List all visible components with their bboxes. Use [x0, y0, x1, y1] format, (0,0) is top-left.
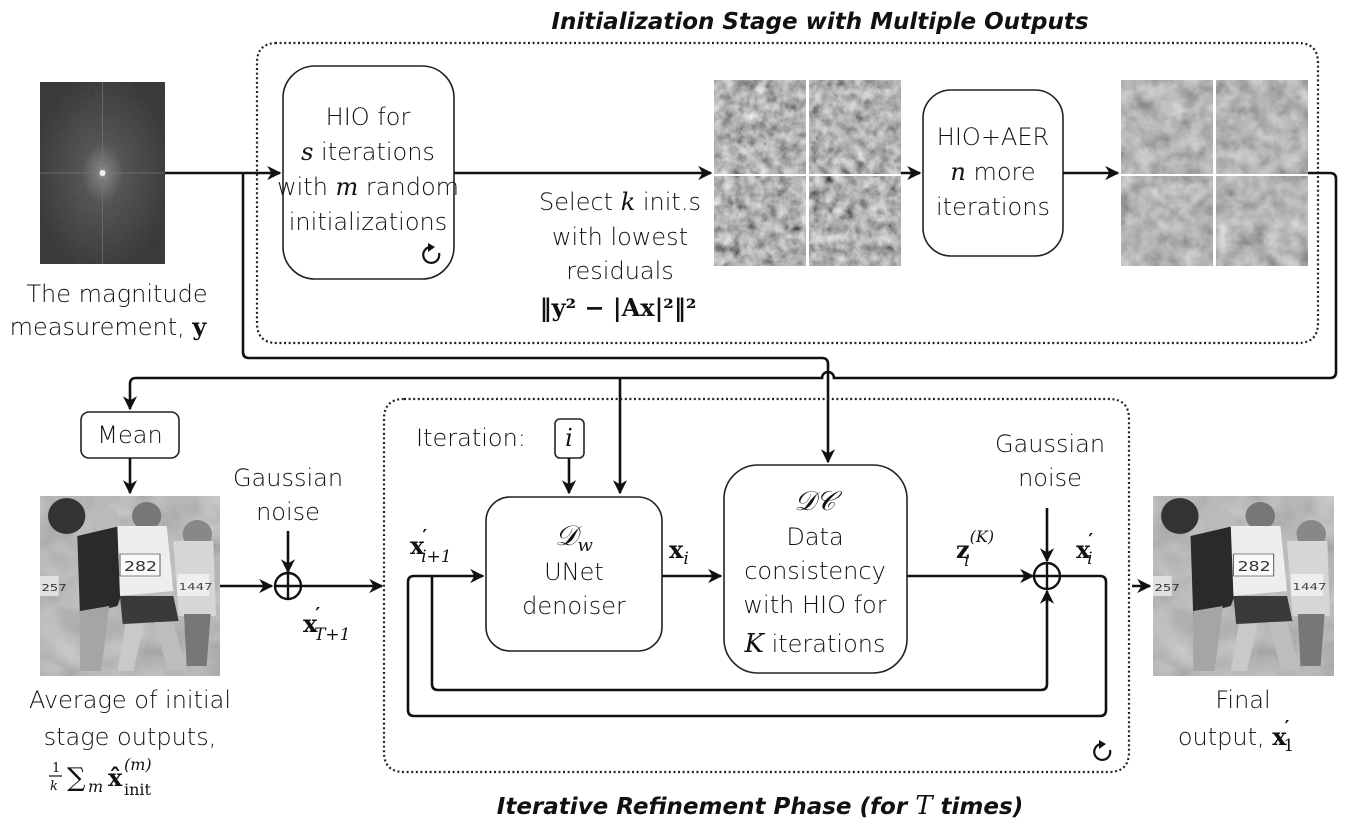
- denoiser-line3: denoiser: [522, 592, 626, 620]
- refined-texture: [1216, 80, 1308, 174]
- refined-texture: [1216, 176, 1308, 266]
- magnitude-image: [40, 82, 165, 264]
- hio-aer-line2: n more: [950, 158, 1035, 186]
- formula-sum: ∑: [67, 763, 86, 793]
- iteration-label: Iteration:: [416, 424, 526, 452]
- magnitude-caption-line2: measurement, y: [10, 312, 208, 341]
- select-label-line3: residuals: [566, 257, 674, 285]
- init-stage-container: [255, 41, 1320, 345]
- wire-measurement-to-dc: [241, 173, 836, 464]
- hio-box-line4: initializations: [289, 208, 447, 236]
- hio-box-line3: with m random: [277, 173, 459, 201]
- select-label-line2: with lowest: [552, 223, 688, 251]
- formula-sum-index: m: [88, 777, 103, 796]
- formula-subscript: init: [124, 780, 152, 799]
- hio-aer-line1: HIO+AER: [937, 123, 1049, 151]
- refine-phase-title: Iterative Refinement Phase (for T times): [497, 791, 1023, 821]
- iteration-var: i: [565, 424, 573, 452]
- x-in-label: x′i+1: [410, 526, 452, 567]
- dc-line5: K iterations: [744, 629, 886, 659]
- noise-right-line2: noise: [1018, 464, 1082, 492]
- candidate-texture: [809, 80, 901, 174]
- refined-texture: [1121, 176, 1213, 266]
- mean-label: Mean: [97, 421, 162, 449]
- average-caption-line1: Average of initial: [29, 686, 231, 714]
- denoiser-line2: UNet: [544, 558, 604, 586]
- x-T1-label: x′T+1: [303, 604, 350, 645]
- candidate-texture: [714, 176, 806, 266]
- noise-left-line1: Gaussian: [233, 464, 343, 492]
- average-formula: 1 k ∑ m x̂ (m) init: [49, 755, 152, 799]
- select-label-line1: Select k init.s: [539, 188, 701, 216]
- magnitude-caption-line1: The magnitude: [26, 280, 207, 308]
- noise-right-line1: Gaussian: [995, 430, 1105, 458]
- dc-line3: consistency: [744, 557, 886, 585]
- dc-symbol: 𝒟𝒞: [794, 486, 843, 517]
- dc-box[interactable]: [723, 464, 908, 674]
- refined-images: [1121, 80, 1308, 266]
- residual-formula: ‖y² − |Ax|²‖²: [540, 293, 697, 322]
- x-out-label: x′i: [1076, 530, 1093, 569]
- adder-right: [1032, 561, 1062, 591]
- candidate-texture: [714, 80, 806, 174]
- noise-left-line2: noise: [256, 498, 320, 526]
- denoiser-symbol: 𝒟w: [555, 519, 593, 556]
- final-caption-line2: output, x′1: [1178, 717, 1294, 756]
- average-image: [40, 496, 220, 676]
- wire-feedback-loop: [406, 568, 1108, 718]
- formula-denominator: k: [50, 779, 58, 794]
- hio-aer-line3: iterations: [936, 193, 1050, 221]
- hio-box-line2: s iterations: [301, 138, 435, 166]
- formula-numerator: 1: [52, 761, 60, 776]
- wire-skip-to-adder: [430, 576, 1055, 692]
- denoiser-box[interactable]: [485, 496, 663, 652]
- xi-label: xi: [669, 535, 689, 569]
- hio-box-line1: HIO for: [326, 103, 411, 131]
- dc-line4: with HIO for: [743, 591, 886, 619]
- refresh-icon: [1093, 740, 1112, 761]
- formula-x-hat: x̂: [108, 763, 123, 792]
- init-stage-title: Initialization Stage with Multiple Outpu…: [551, 9, 1088, 35]
- formula-superscript: (m): [124, 755, 152, 774]
- adder-left: [273, 571, 303, 601]
- average-caption-line2: stage outputs,: [44, 723, 217, 751]
- candidate-images: [714, 80, 901, 266]
- dc-line2: Data: [786, 523, 843, 551]
- refresh-icon: [422, 243, 441, 264]
- final-image: [1153, 496, 1334, 676]
- refined-texture: [1121, 80, 1213, 174]
- final-caption-line1: Final: [1215, 686, 1270, 714]
- z-label: z(K)i: [956, 527, 994, 570]
- wire-refined-to-mean: [122, 171, 1338, 411]
- candidate-texture: [809, 176, 901, 266]
